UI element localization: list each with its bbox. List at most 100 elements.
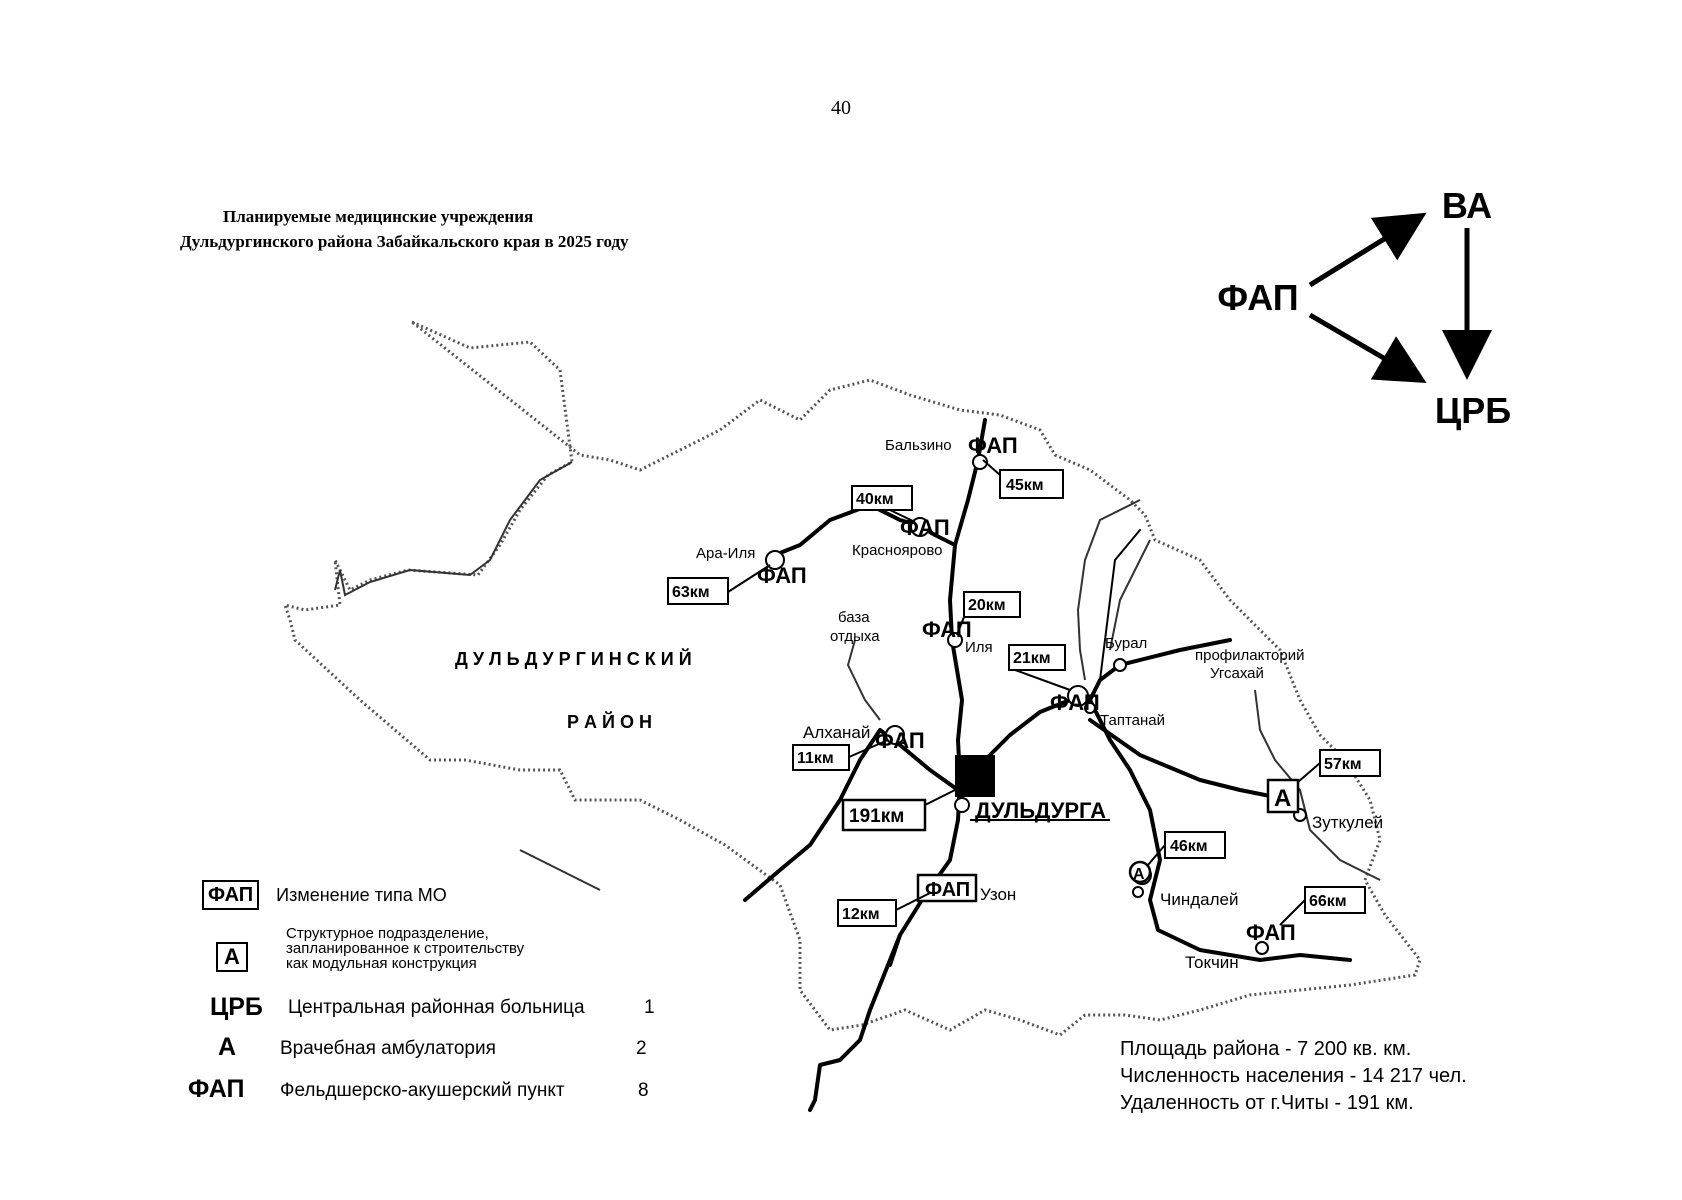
dist-ilya: 20км <box>968 597 1006 614</box>
marker-alkhanay <box>885 725 905 745</box>
dist-taptanay: 21км <box>1013 650 1051 667</box>
dist-box-ilya <box>963 591 1021 618</box>
dist-alkhanay: 11км <box>797 750 834 767</box>
a-chindaley: А <box>1133 866 1145 883</box>
arrow-fap-to-crb <box>1308 312 1427 384</box>
a-zutkuley: А <box>1274 785 1291 812</box>
stats-distance: Удаленность от г.Читы - 191 км. <box>1120 1092 1414 1114</box>
dist-leader-uzon <box>895 892 931 911</box>
dist-box-chita <box>841 798 927 832</box>
label-taptanay: Таптанай <box>1100 712 1165 729</box>
dist-box-krasnoyarovo <box>851 485 913 511</box>
map-title: Планируемые медицинские учреждения Дульд… <box>180 204 780 254</box>
schema-fap: ФАП <box>1217 277 1298 318</box>
fap-balzino: ФАП <box>968 433 1018 458</box>
dist-leader-krasnoyarovo <box>889 509 916 523</box>
dist-uzon: 12км <box>842 906 880 923</box>
dist-leader-taptanay <box>1014 669 1071 691</box>
legend-change-type: ФАП Изменение типа МО <box>202 880 447 910</box>
marker-duldurga <box>954 797 970 813</box>
dist-ara-ilya: 63км <box>672 584 710 601</box>
legend-change-text: Изменение типа МО <box>276 885 447 905</box>
map-title-line1: Планируемые медицинские учреждения <box>223 207 534 226</box>
label-tokchin: Токчин <box>1185 953 1239 972</box>
legend-a-count: 2 <box>636 1038 647 1059</box>
label-zutkuley: Зуткулей <box>1312 813 1383 832</box>
label-ara-ilya: Ара-Иля <box>696 545 755 562</box>
label-ugsahay: Угсахай <box>1210 665 1264 682</box>
schema-arrows <box>1308 212 1492 384</box>
dist-box-ara-ilya <box>667 577 729 605</box>
fap-alkhanay: ФАП <box>875 728 925 753</box>
dist-leader-tokchin <box>1279 899 1306 926</box>
dist-leader-chindaley <box>1147 844 1166 866</box>
legend-modular-symbol: А <box>216 942 248 972</box>
legend-crb-symbol: ЦРБ <box>210 993 263 1021</box>
legend-modular-line2: запланированное к строительству <box>286 940 525 957</box>
dist-leader-alkhanay <box>848 739 889 758</box>
legend-a-symbol: А <box>218 1033 237 1061</box>
dist-leader-zutkuley <box>1297 762 1321 783</box>
dist-box-taptanay <box>1008 644 1066 671</box>
dist-balzino: 45км <box>1006 477 1044 494</box>
label-chindaley: Чиндалей <box>1160 890 1238 909</box>
marker-taptanay-small <box>1084 702 1096 714</box>
marker-buryal <box>1113 658 1127 672</box>
legend-a-text: Врачебная амбулатория <box>280 1038 496 1059</box>
fap-tokchin: ФАП <box>1246 920 1296 945</box>
marker-ara-ilya <box>765 550 785 570</box>
legend-fap: ФАП Фельдшерско-акушерский пункт 8 <box>188 1075 649 1104</box>
crb-symbol <box>955 755 995 797</box>
label-ilya: Иля <box>965 639 993 656</box>
marker-ilya <box>947 632 963 648</box>
map-title-line2: Дульдургинского района Забайкальского кр… <box>180 232 629 251</box>
schema-va: ВА <box>1442 185 1492 226</box>
label-balzino: Бальзино <box>885 437 952 454</box>
page-number: 40 <box>831 97 851 119</box>
legend-modular-line3: как модульная конструкция <box>286 955 477 972</box>
marker-krasnoyarovo <box>910 517 930 537</box>
legend-fap-count: 8 <box>638 1080 649 1101</box>
label-baza-line1: база <box>838 609 870 626</box>
region-name-line1: Д У Л Ь Д У Р Г И Н С К И Й <box>455 648 692 669</box>
district-boundary <box>282 320 1422 1037</box>
marker-taptanay <box>1067 685 1089 707</box>
label-duldurga: ДУЛЬДУРГА <box>975 798 1106 823</box>
marker-tokchin <box>1255 941 1269 955</box>
stats-area: Площадь района - 7 200 кв. км. <box>1120 1038 1412 1060</box>
dist-box-balzino <box>999 469 1064 499</box>
legend-modular-line1: Структурное подразделение, <box>286 925 489 942</box>
a-zutkuley-box <box>1266 778 1300 814</box>
rivers <box>334 461 1381 891</box>
dist-box-alkhanay <box>792 744 850 771</box>
legend-fap-text: Фельдшерско-акушерский пункт <box>280 1080 565 1101</box>
legend-fap-symbol: ФАП <box>188 1075 245 1103</box>
dist-zutkuley: 57км <box>1324 756 1362 773</box>
label-alkhanay: Алханай <box>803 723 870 742</box>
dist-box-chindaley <box>1164 831 1226 859</box>
stats-population: Численность населения - 14 217 чел. <box>1120 1065 1467 1087</box>
region-name-line2: Р А Й О Н <box>567 711 652 732</box>
dist-leader-balzino <box>982 459 1001 476</box>
dist-chindaley: 46км <box>1170 838 1208 855</box>
label-profilaktoriy: профилакторий <box>1195 647 1305 664</box>
duldurga-center <box>954 755 1110 821</box>
fap-ara-ilya: ФАП <box>757 563 807 588</box>
schema-crb: ЦРБ <box>1435 390 1511 431</box>
fap-uzon-box <box>916 873 978 903</box>
dist-krasnoyarovo: 40км <box>856 491 894 508</box>
legend-crb-count: 1 <box>644 997 655 1018</box>
fap-uzon: ФАП <box>925 879 970 901</box>
dist-chita: 191км <box>849 806 904 827</box>
label-baza-line2: отдыха <box>830 628 880 645</box>
label-uzon: Узон <box>980 885 1016 904</box>
arrow-fap-to-va <box>1308 212 1427 288</box>
legend-crb-text: Центральная районная больница <box>288 997 585 1018</box>
dist-leader-chita <box>924 789 956 806</box>
fap-taptanay: ФАП <box>1050 690 1100 715</box>
dist-leader-ilya <box>956 616 965 636</box>
settlement-markers <box>765 454 1307 955</box>
legend-a: А Врачебная амбулатория 2 <box>218 1033 647 1062</box>
dist-tokchin: 66км <box>1309 893 1347 910</box>
